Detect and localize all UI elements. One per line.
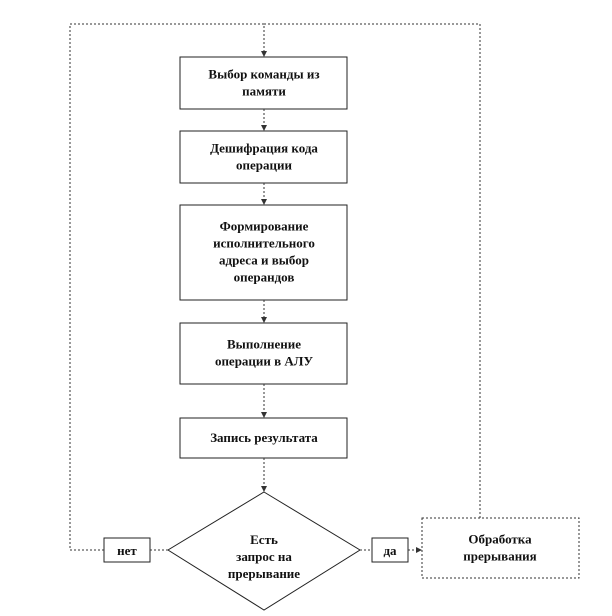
text-line: операции в АЛУ <box>215 354 314 369</box>
text-line: Обработка <box>468 532 532 547</box>
text-line: операции <box>236 158 292 173</box>
text-line: прерывания <box>463 549 536 564</box>
arrowhead-write <box>261 412 267 418</box>
branch-yes-label: да <box>383 543 397 558</box>
text-line: прерывание <box>228 566 300 581</box>
branch-yes-box <box>371 537 409 563</box>
arrowhead-address <box>261 199 267 205</box>
text-line: операндов <box>234 270 295 285</box>
loop-interrupt-return <box>264 23 481 518</box>
text-line: памяти <box>242 84 286 99</box>
text-line: Выбор команды из <box>208 67 319 82</box>
step-fetch-box <box>179 56 348 110</box>
text-line: запрос на <box>236 549 292 564</box>
step-write-label: Запись результата <box>210 430 318 445</box>
decision-label: Есть запрос на прерывание <box>228 532 300 581</box>
loop-no-path <box>69 23 265 551</box>
step-address-box <box>179 204 348 301</box>
decision-diamond <box>167 491 361 611</box>
step-fetch-label: Выбор команды из памяти <box>208 67 319 99</box>
arrowhead-execute <box>261 317 267 323</box>
arrowhead-fetch <box>261 51 267 57</box>
step-decode-label: Дешифрация кода операции <box>210 141 318 173</box>
step-decode-box <box>179 130 348 184</box>
text-line: Формирование <box>220 219 309 234</box>
text-line: адреса и выбор <box>219 253 309 268</box>
text-line: Запись результата <box>210 430 318 445</box>
interrupt-label: Обработка прерывания <box>463 532 536 564</box>
text-line: Есть <box>250 532 278 547</box>
text-line: Дешифрация кода <box>210 141 318 156</box>
text-line: Выполнение <box>227 337 301 352</box>
branch-no-box <box>103 537 151 563</box>
arrowhead-interrupt <box>416 547 422 553</box>
branch-no-label: нет <box>117 543 137 558</box>
step-address-label: Формирование исполнительного адреса и выбо… <box>213 219 315 285</box>
arrowhead-decode <box>261 125 267 131</box>
interrupt-box <box>421 517 580 579</box>
arrowhead-decision <box>261 486 267 492</box>
step-execute-label: Выполнение операции в АЛУ <box>215 337 314 369</box>
step-execute-box <box>179 322 348 385</box>
text-line: исполнительного <box>213 236 315 251</box>
